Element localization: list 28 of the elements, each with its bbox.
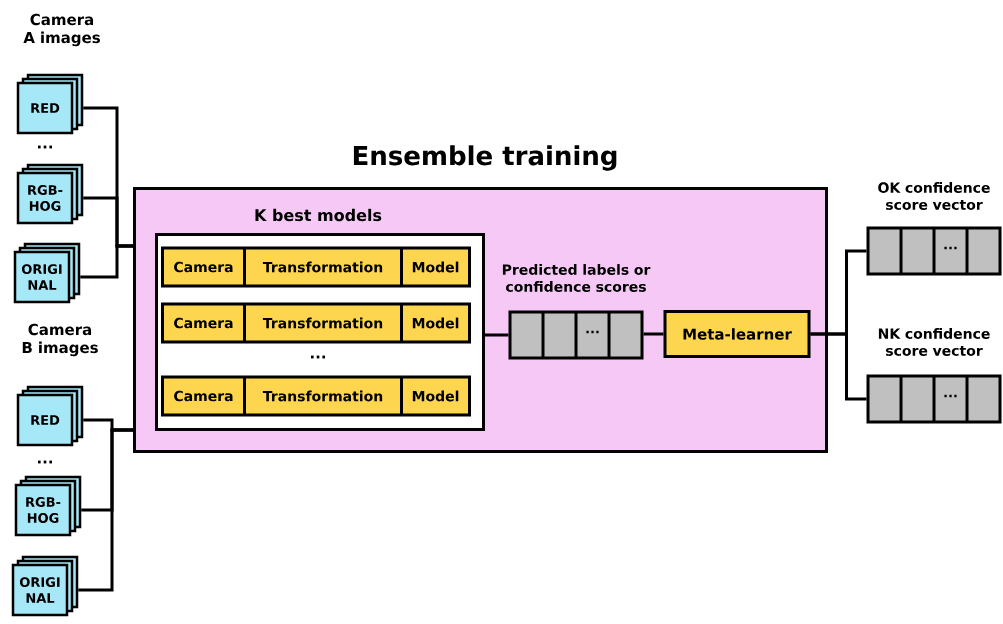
camera-heading: Camera B images xyxy=(22,323,98,357)
score-vector: ... OK confidence score vector xyxy=(866,182,1002,276)
connector-line xyxy=(810,332,867,401)
image-stack: RED xyxy=(16,73,84,135)
ellipsis: ... xyxy=(311,355,326,359)
camera-heading: Camera A images xyxy=(23,13,100,47)
score-vector: ... Predicted labels or confidence scores xyxy=(502,264,651,360)
image-stack: RGB- HOG xyxy=(16,163,84,225)
image-stack: RED xyxy=(16,385,84,447)
node-label: Predicted labels or confidence scores xyxy=(502,264,651,292)
meta-learner-box: Meta-learner xyxy=(663,310,811,358)
node-label: K best models xyxy=(255,208,382,222)
connector-line xyxy=(80,244,133,279)
model-row: Camera Transformation Model xyxy=(161,375,471,417)
connector-line xyxy=(643,332,664,336)
connector-line xyxy=(485,333,509,337)
model-row: Camera Transformation Model xyxy=(161,302,471,344)
ellipsis: ... xyxy=(38,145,53,149)
node-label: NK confidence score vector xyxy=(878,328,990,356)
node-label: Ensemble training xyxy=(353,145,617,171)
image-stack: ORIGI NAL xyxy=(11,555,79,617)
image-stack: RGB- HOG xyxy=(14,475,82,537)
ellipsis: ... xyxy=(38,460,53,464)
connector-line xyxy=(78,428,133,592)
node-label: OK confidence score vector xyxy=(878,182,990,210)
model-row: Camera Transformation Model xyxy=(161,246,471,288)
image-stack: ORIGI NAL xyxy=(13,242,81,304)
score-vector: ... NK confidence score vector xyxy=(866,328,1002,424)
